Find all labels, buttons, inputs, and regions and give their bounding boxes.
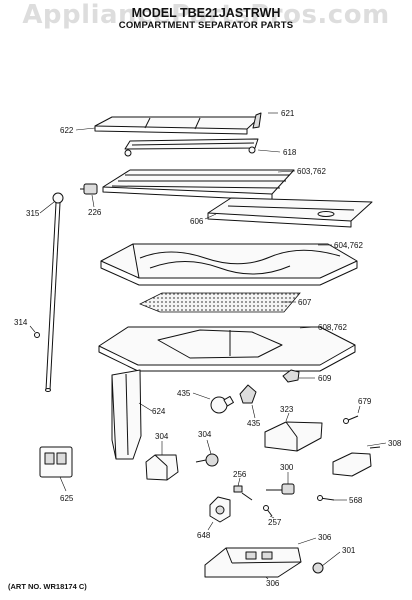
label-256: 256 <box>233 470 247 479</box>
label-314: 314 <box>14 318 28 327</box>
part-304-knob <box>195 453 219 467</box>
label-304-knob: 304 <box>198 430 212 439</box>
label-315: 315 <box>26 209 40 218</box>
part-608-separator-base <box>98 326 356 372</box>
part-568-screw <box>317 495 335 501</box>
part-308-bracket <box>332 446 381 477</box>
part-621-clip <box>252 112 262 129</box>
part-306-base-plate <box>204 547 302 578</box>
label-323: 323 <box>280 405 294 414</box>
label-304-box: 304 <box>155 432 169 441</box>
part-256 <box>233 485 253 501</box>
art-number: (ART NO. WR18174 C) <box>8 582 87 591</box>
diagram-subtitle: COMPARTMENT SEPARATOR PARTS <box>118 20 294 31</box>
part-323-housing <box>264 421 323 452</box>
part-300-switch <box>266 483 295 495</box>
label-607: 607 <box>298 298 312 307</box>
part-618-rail <box>124 138 259 157</box>
label-306-top: 306 <box>318 533 332 542</box>
label-679: 679 <box>358 397 372 406</box>
label-608: 608,762 <box>318 323 347 332</box>
label-618: 618 <box>283 148 297 157</box>
part-304-box <box>145 454 179 481</box>
part-606-trim-bar <box>207 197 373 228</box>
part-315-314-rod <box>45 192 64 392</box>
part-607-mesh-filter <box>139 292 301 313</box>
part-679-screw <box>343 415 359 424</box>
label-604: 604,762 <box>334 241 363 250</box>
label-435-bulb: 435 <box>177 389 191 398</box>
label-621: 621 <box>281 109 295 118</box>
label-624: 624 <box>152 407 166 416</box>
part-435-light-bulb <box>210 395 234 414</box>
leader-lines <box>29 112 387 580</box>
part-226-knob <box>80 183 98 195</box>
part-648-motor <box>209 496 231 523</box>
label-648: 648 <box>197 531 211 540</box>
part-257-screw <box>263 505 273 517</box>
part-625-cover <box>39 446 73 478</box>
part-301-knob <box>312 562 324 574</box>
part-604-separator-panel <box>100 243 358 286</box>
part-314-screw <box>34 332 40 338</box>
label-308: 308 <box>388 439 402 448</box>
label-568: 568 <box>349 496 363 505</box>
part-624-duct <box>111 369 142 460</box>
part-609 <box>282 369 300 383</box>
label-226: 226 <box>88 208 102 217</box>
label-306-bottom: 306 <box>266 579 280 588</box>
watermark: AppliancePartsPros.com <box>22 0 390 30</box>
label-300: 300 <box>280 463 294 472</box>
label-257: 257 <box>268 518 282 527</box>
part-603-grille-shelf <box>102 169 295 201</box>
part-622-shelf-frame <box>94 116 261 135</box>
label-606: 606 <box>190 217 204 226</box>
model-title: MODEL TBE21JASTRWH <box>131 6 281 20</box>
label-622: 622 <box>60 126 74 135</box>
label-609: 609 <box>318 374 332 383</box>
label-603: 603,762 <box>297 167 326 176</box>
label-625: 625 <box>60 494 74 503</box>
label-435-socket: 435 <box>247 419 261 428</box>
part-435-socket <box>239 384 257 404</box>
label-301: 301 <box>342 546 356 555</box>
